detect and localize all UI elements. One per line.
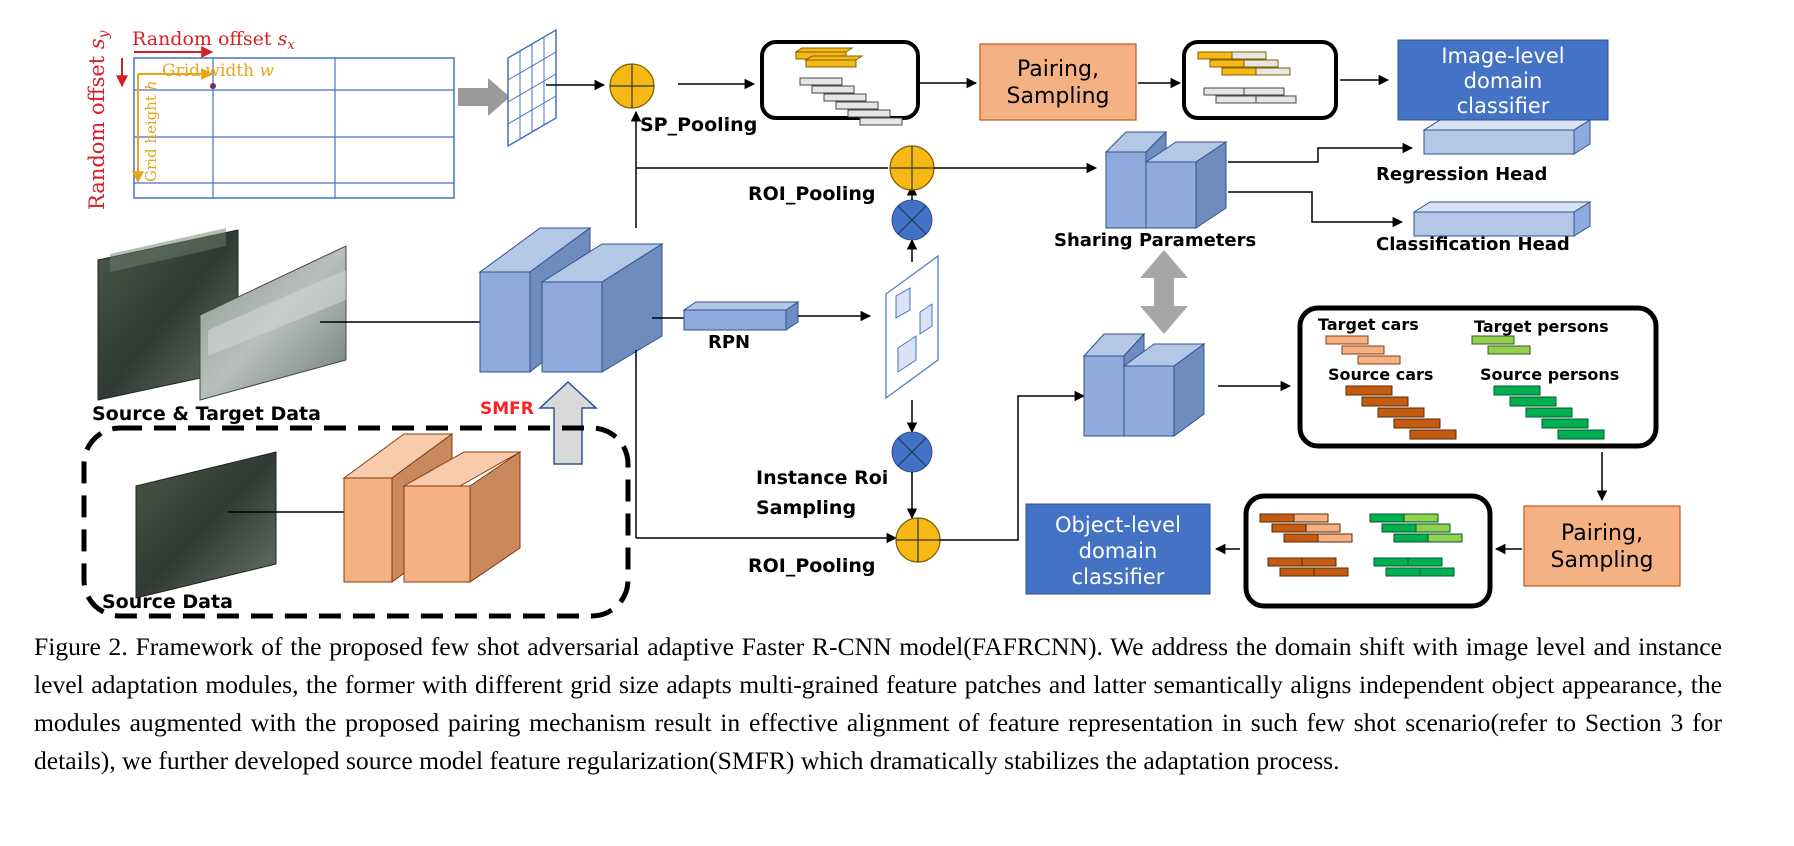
svg-text:Pairing,: Pairing, xyxy=(1017,57,1099,82)
grid-height-label: Grid height h xyxy=(142,81,160,182)
instance-feature-box: Target cars Target persons Source cars S… xyxy=(1297,305,1659,449)
instance-roi-label-2: Sampling xyxy=(756,497,856,519)
svg-text:domain: domain xyxy=(1464,69,1543,93)
image-level-domain-classifier: Image-level domain classifier xyxy=(1397,39,1609,121)
random-offset-y-label: Random offset sy xyxy=(85,29,112,210)
image-feature-box xyxy=(760,40,920,126)
roi-pooling-top-label: ROI_Pooling xyxy=(748,183,876,205)
source-model-blocks xyxy=(342,433,522,583)
regression-head-block xyxy=(1422,119,1592,155)
source-cars-label: Source cars xyxy=(1328,365,1433,384)
source-model-region xyxy=(81,425,631,619)
svg-text:Object-level: Object-level xyxy=(1055,513,1181,537)
shared-head-blocks xyxy=(1104,130,1228,230)
source-target-data-label: Source & Target Data xyxy=(92,403,321,425)
sharing-parameters-label: Sharing Parameters xyxy=(1054,230,1256,251)
roi-pooling-op-top xyxy=(889,145,935,191)
svg-text:Image-level: Image-level xyxy=(1441,44,1564,68)
regression-head-label: Regression Head xyxy=(1376,164,1547,185)
smfr-arrow xyxy=(538,380,598,465)
pairing-sampling-bottom: Pairing, Sampling xyxy=(1523,505,1681,587)
random-offset-x-label: Random offset sx xyxy=(132,28,295,53)
object-level-domain-classifier: Object-level domain classifier xyxy=(1025,503,1211,595)
classification-head-label: Classification Head xyxy=(1376,234,1570,255)
target-cars-label: Target cars xyxy=(1318,315,1419,334)
grid-panel: Random offset sx Grid width w Random off… xyxy=(85,28,455,210)
source-persons-label: Source persons xyxy=(1480,365,1619,384)
smfr-label: SMFR xyxy=(480,399,534,419)
roi-pooling-op-bottom xyxy=(895,517,941,563)
svg-text:domain: domain xyxy=(1079,539,1158,563)
multiply-op-top xyxy=(891,199,933,241)
paired-instance-box xyxy=(1243,493,1493,609)
svg-text:Pairing,: Pairing, xyxy=(1561,521,1643,546)
instance-roi-label-1: Instance Roi xyxy=(756,467,888,489)
figure-caption: Figure 2. Framework of the proposed few … xyxy=(34,632,1722,775)
multiply-op-bottom xyxy=(891,431,933,473)
classification-head-block xyxy=(1412,201,1592,237)
rpn-label: RPN xyxy=(708,332,750,353)
svg-text:Sampling: Sampling xyxy=(1007,84,1110,109)
sp-pooling-label: SP_Pooling xyxy=(640,114,757,136)
source-target-images xyxy=(97,228,347,401)
roi-pooling-bottom-label: ROI_Pooling xyxy=(748,555,876,577)
sharing-double-arrow xyxy=(1140,250,1188,334)
proposals-card xyxy=(885,254,939,400)
source-data-label: Source Data xyxy=(102,591,233,613)
paired-image-feature-box xyxy=(1182,40,1338,120)
backbone-blocks xyxy=(478,227,664,374)
grey-arrow xyxy=(458,78,510,116)
instance-head-blocks xyxy=(1082,332,1206,438)
sp-pooling-op xyxy=(609,63,655,109)
grid-width-label: Grid width w xyxy=(162,61,275,81)
skewed-grid xyxy=(507,28,557,148)
target-persons-label: Target persons xyxy=(1474,317,1609,336)
source-image xyxy=(135,451,277,599)
pairing-sampling-top: Pairing, Sampling xyxy=(979,43,1137,121)
svg-text:classifier: classifier xyxy=(1072,565,1165,589)
svg-text:Sampling: Sampling xyxy=(1551,548,1654,573)
framework-diagram: Random offset sx Grid width w Random off… xyxy=(81,28,1681,619)
rpn-block xyxy=(682,301,800,331)
svg-text:classifier: classifier xyxy=(1457,94,1550,118)
